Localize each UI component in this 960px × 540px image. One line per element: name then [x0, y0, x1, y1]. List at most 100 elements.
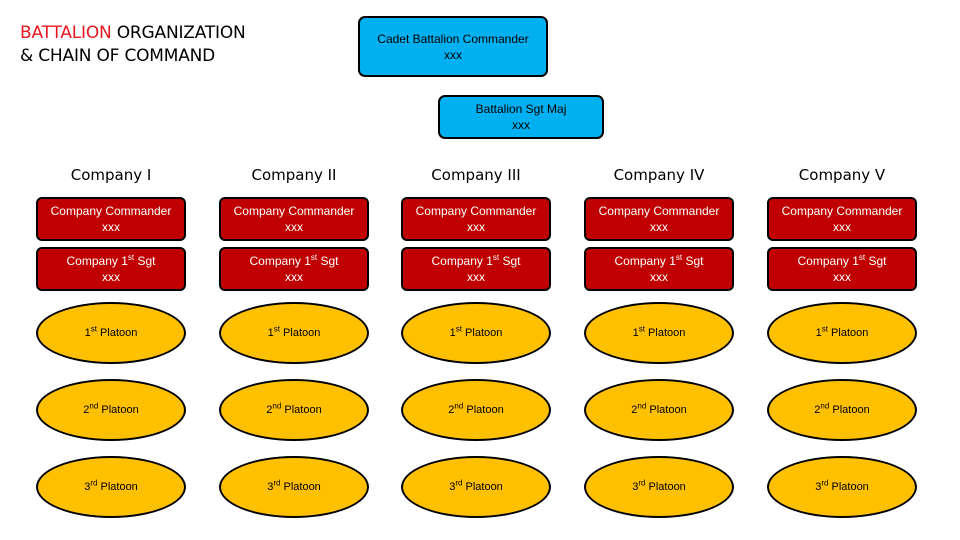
platoon-ordinal: st: [821, 324, 828, 334]
company-commander-title: Company Commander: [781, 204, 903, 218]
first-sgt-ordinal: st: [310, 253, 318, 262]
company-commander-name: xxx: [467, 220, 485, 234]
platoon-text: Platoon: [645, 481, 686, 493]
first-sgt-title: Company 1st Sgt: [432, 253, 521, 269]
first-sgt-ordinal: st: [492, 253, 500, 262]
platoon-oval: 2nd Platoon: [584, 379, 734, 441]
platoon-number: 3: [632, 481, 639, 493]
platoon-label: 1st Platoon: [268, 324, 321, 339]
sgt-major-name: xxx: [512, 118, 530, 132]
first-sgt-suffix: Sgt: [499, 254, 521, 268]
company-header: Company II: [251, 166, 337, 184]
company-commander-title: Company Commander: [50, 204, 172, 218]
platoon-label: 2nd Platoon: [83, 402, 139, 416]
company-header: Company III: [431, 166, 521, 184]
first-sgt-ordinal: st: [675, 253, 683, 262]
platoon-ordinal: rd: [90, 478, 98, 488]
company-commander-name: xxx: [102, 220, 120, 234]
platoon-number: 1: [632, 327, 639, 339]
platoon-ordinal: rd: [455, 478, 463, 488]
platoon-label: 2nd Platoon: [266, 401, 322, 416]
sgt-major-title: Battalion Sgt Maj: [475, 102, 567, 116]
platoon-oval: 3rd Platoon: [401, 456, 551, 518]
first-sgt-prefix: Company 1: [431, 254, 493, 268]
platoon-oval: 2nd Platoon: [36, 379, 186, 441]
platoon-label: 2nd Platoon: [448, 401, 504, 416]
platoon-text: Platoon: [461, 327, 503, 339]
title-line-1-rest: ORGANIZATION: [111, 23, 246, 43]
platoon-text: Platoon: [279, 327, 321, 339]
platoon-ordinal: nd: [272, 401, 282, 411]
company-commander-name: xxx: [650, 220, 668, 234]
platoon-ordinal: nd: [637, 401, 647, 411]
first-sgt-name: xxx: [467, 270, 485, 284]
platoon-oval: 3rd Platoon: [219, 456, 369, 518]
platoon-number: 3: [815, 481, 822, 493]
title-line-2: & CHAIN OF COMMAND: [20, 46, 216, 66]
platoon-label: 2nd Platoon: [631, 401, 687, 416]
first-sgt-suffix: Sgt: [317, 254, 339, 268]
first-sgt-ordinal: st: [858, 253, 866, 262]
platoon-text: Platoon: [281, 404, 322, 416]
platoon-ordinal: rd: [638, 478, 646, 488]
platoon-ordinal: rd: [273, 478, 281, 488]
platoon-number: 2: [631, 404, 638, 416]
platoon-oval: 1st Platoon: [219, 302, 369, 364]
first-sgt-title: Company 1st Sgt: [67, 253, 156, 269]
platoon-oval: 2nd Platoon: [767, 379, 917, 441]
platoon-number: 2: [266, 404, 273, 416]
platoon-text: Platoon: [98, 404, 139, 416]
page-title: BATTALION ORGANIZATION & CHAIN OF COMMAN…: [20, 22, 246, 68]
first-sgt-title: Company 1st Sgt: [615, 253, 704, 269]
first-sgt-prefix: Company 1: [797, 254, 859, 268]
platoon-text: Platoon: [463, 404, 504, 416]
platoon-text: Platoon: [646, 404, 687, 416]
platoon-number: 2: [83, 404, 90, 416]
company-commander-box: Company Commander xxx: [36, 197, 186, 241]
platoon-text: Platoon: [462, 481, 503, 493]
battalion-commander-box: Cadet Battalion Commander xxx: [358, 16, 548, 77]
platoon-label: 3rd Platoon: [815, 478, 869, 493]
first-sgt-prefix: Company 1: [249, 254, 311, 268]
platoon-ordinal: st: [638, 324, 645, 334]
platoon-label: 3rd Platoon: [449, 478, 503, 493]
first-sgt-name: xxx: [102, 270, 120, 284]
first-sgt-suffix: Sgt: [682, 254, 704, 268]
platoon-text: Platoon: [97, 481, 138, 493]
company-commander-name: xxx: [285, 220, 303, 234]
platoon-number: 3: [267, 481, 274, 493]
company-commander-box: Company Commander xxx: [767, 197, 917, 241]
platoon-label: 1st Platoon: [632, 324, 686, 339]
platoon-oval: 3rd Platoon: [584, 456, 734, 518]
platoon-oval: 2nd Platoon: [401, 379, 551, 441]
platoon-number: 3: [84, 481, 91, 493]
platoon-label: 3rd Platoon: [267, 478, 321, 493]
platoon-ordinal: nd: [820, 401, 830, 411]
company-commander-name: xxx: [833, 220, 851, 234]
platoon-label: 1st Platoon: [450, 324, 503, 339]
platoon-ordinal: st: [273, 324, 280, 334]
platoon-label: 3rd Platoon: [84, 478, 138, 493]
battalion-commander-name: xxx: [444, 47, 462, 62]
title-line-1: BATTALION ORGANIZATION: [20, 22, 246, 45]
platoon-number: 3: [449, 481, 456, 493]
company-header: Company I: [70, 166, 152, 184]
platoon-oval: 3rd Platoon: [36, 456, 186, 518]
sgt-major-box: Battalion Sgt Maj xxx: [438, 95, 604, 139]
battalion-commander-title: Cadet Battalion Commander: [377, 31, 529, 46]
platoon-ordinal: rd: [821, 478, 829, 488]
platoon-text: Platoon: [644, 327, 686, 339]
platoon-ordinal: nd: [454, 401, 464, 411]
first-sgt-prefix: Company 1: [66, 254, 128, 268]
company-header: Company V: [798, 166, 886, 184]
platoon-ordinal: st: [455, 324, 462, 334]
platoon-label: 2nd Platoon: [814, 401, 869, 416]
platoon-text: Platoon: [280, 481, 321, 493]
platoon-ordinal: st: [90, 324, 97, 334]
